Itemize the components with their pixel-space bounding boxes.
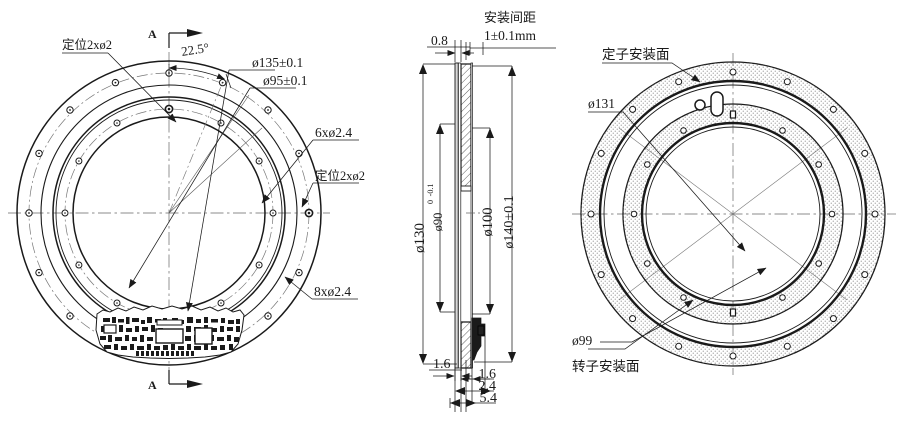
right-view-center-lines [572,53,896,375]
right-locating-features [694,91,724,117]
outer-ring-circle [16,60,322,366]
right-stator-inner-circle [598,79,868,349]
label-dia-100: ø100 [480,208,496,237]
label-dia-95: ø95±0.1 [263,73,308,88]
locating-slot-hole [710,91,724,117]
locating-pin-holes [164,104,314,218]
section-marker-top [168,29,203,48]
label-dia-135: ø135±0.1 [252,55,303,70]
label-stator-mount-face: 定子安装面 [602,47,670,62]
pcb-ic-chip [194,327,213,345]
dim-dia-100 [472,127,494,315]
left-front-view: 定位2xø2 A A 22.5° ø135±0.1 ø95±0.1 6xø2.4… [8,27,365,392]
label-dia-99: ø99 [572,333,593,348]
label-holes-6: 6xø2.4 [315,125,352,140]
label-dim-chain-1-6: 1.6 [479,367,497,382]
right-view-leaders [588,62,767,350]
locating-round-hole [694,99,706,111]
dim-dia-130 [419,63,457,365]
right-rotor-inner-circle-thin [645,126,821,302]
section-pcb-blob [471,317,486,361]
middle-section-view: 0.8 安装间距 1±0.1mm ø130 ø90 0 [412,10,556,412]
section-notch [460,185,472,192]
label-mounting-gap-line1: 安装间距 [484,10,536,25]
label-dia-131: ø131 [588,96,615,111]
dim-dia-90 [436,123,455,313]
angle-construction-lines [168,82,223,214]
angle-radial-lines [168,94,263,214]
mounting-gap-leader [465,42,556,60]
section-marker-bottom [168,370,203,388]
section-bar-a [454,62,459,369]
label-dia-130: ø130 [412,223,428,253]
section-label-top-a: A [148,27,157,41]
pcb-pad-left [103,324,117,334]
right-outer-holes [587,68,879,360]
label-locating-top-left: 定位2xø2 [62,37,112,52]
section-bar-b [458,62,462,369]
right-rear-view: 定子安装面 ø131 ø99 转子安装面 [572,47,896,375]
pcb-connector [155,328,184,344]
left-view-leaders [62,52,359,312]
label-dim-0-8: 0.8 [431,33,448,48]
angle-arc [168,64,225,80]
label-dia-90: ø90 [431,213,445,232]
pcb-header [156,319,183,326]
pcb-assembly [95,305,245,360]
label-dia-90-tol-upper: 0 [426,200,435,204]
right-stator-inner-circle-thin [603,84,863,344]
label-dim-1-6-left: 1.6 [433,357,451,372]
section-profile [454,62,486,369]
label-dim-chain-5-4: 5.4 [480,391,498,406]
label-dia-140: ø140±0.1 [502,195,517,248]
section-connector [477,325,485,336]
label-dim-chain-2-4: 2.4 [479,379,497,394]
right-center-marks [729,110,737,317]
dim-0-8 [427,40,474,62]
label-mounting-gap-line2: 1±0.1mm [484,28,537,43]
label-rotor-mount-face: 转子安装面 [572,359,640,374]
angle-ext-line-right [225,73,232,89]
label-angle-22-5: 22.5° [180,40,210,59]
label-holes-8: 8xø2.4 [314,284,351,299]
section-label-bottom-a: A [148,378,157,392]
stator-section-hatch [460,63,472,191]
label-dia-90-tol-lower: -0.1 [426,184,435,197]
dim-bottom-chain [449,336,496,412]
label-locating-right: 定位2xø2 [315,168,365,183]
dim-dia-140 [472,65,516,363]
right-rotor-inner-circle [640,121,826,307]
